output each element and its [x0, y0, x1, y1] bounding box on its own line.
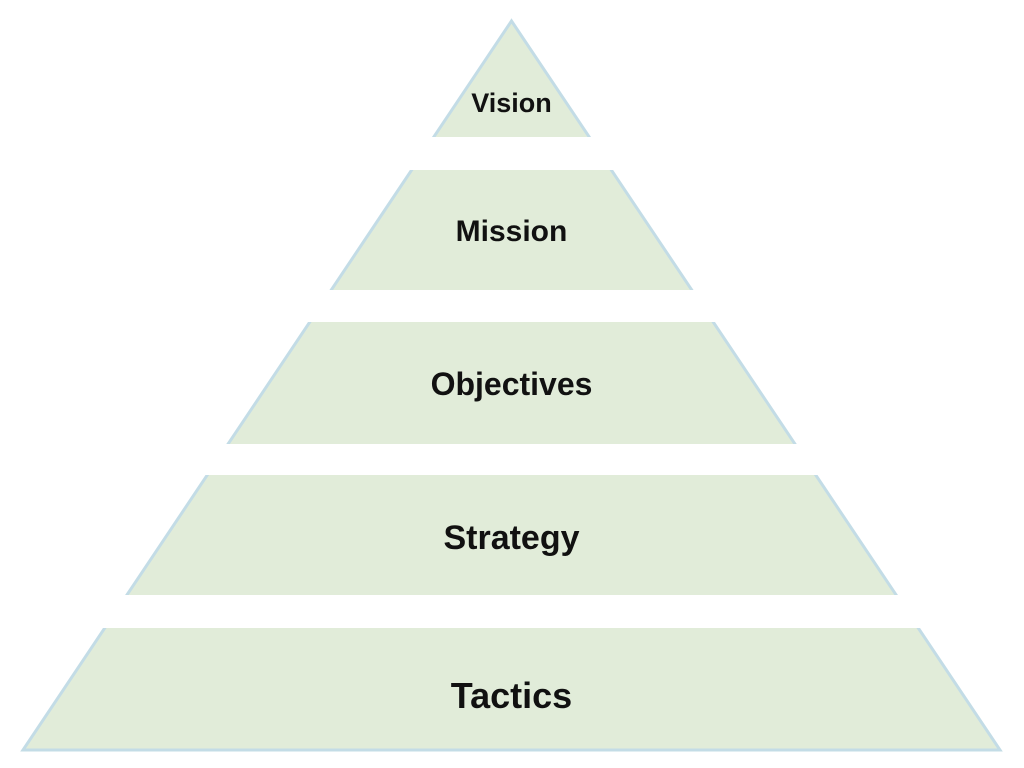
pyramid-level-label-vision: Vision: [471, 88, 552, 118]
level-separator: [0, 137, 1024, 170]
pyramid-level-label-tactics: Tactics: [451, 675, 572, 716]
level-separator: [0, 444, 1024, 475]
pyramid-level-label-strategy: Strategy: [443, 519, 579, 557]
level-separator: [0, 290, 1024, 322]
pyramid-triangle: [20, 18, 1003, 752]
pyramid-level-label-mission: Mission: [456, 215, 568, 248]
pyramid-level-label-objectives: Objectives: [431, 366, 593, 402]
level-separator: [0, 595, 1024, 628]
